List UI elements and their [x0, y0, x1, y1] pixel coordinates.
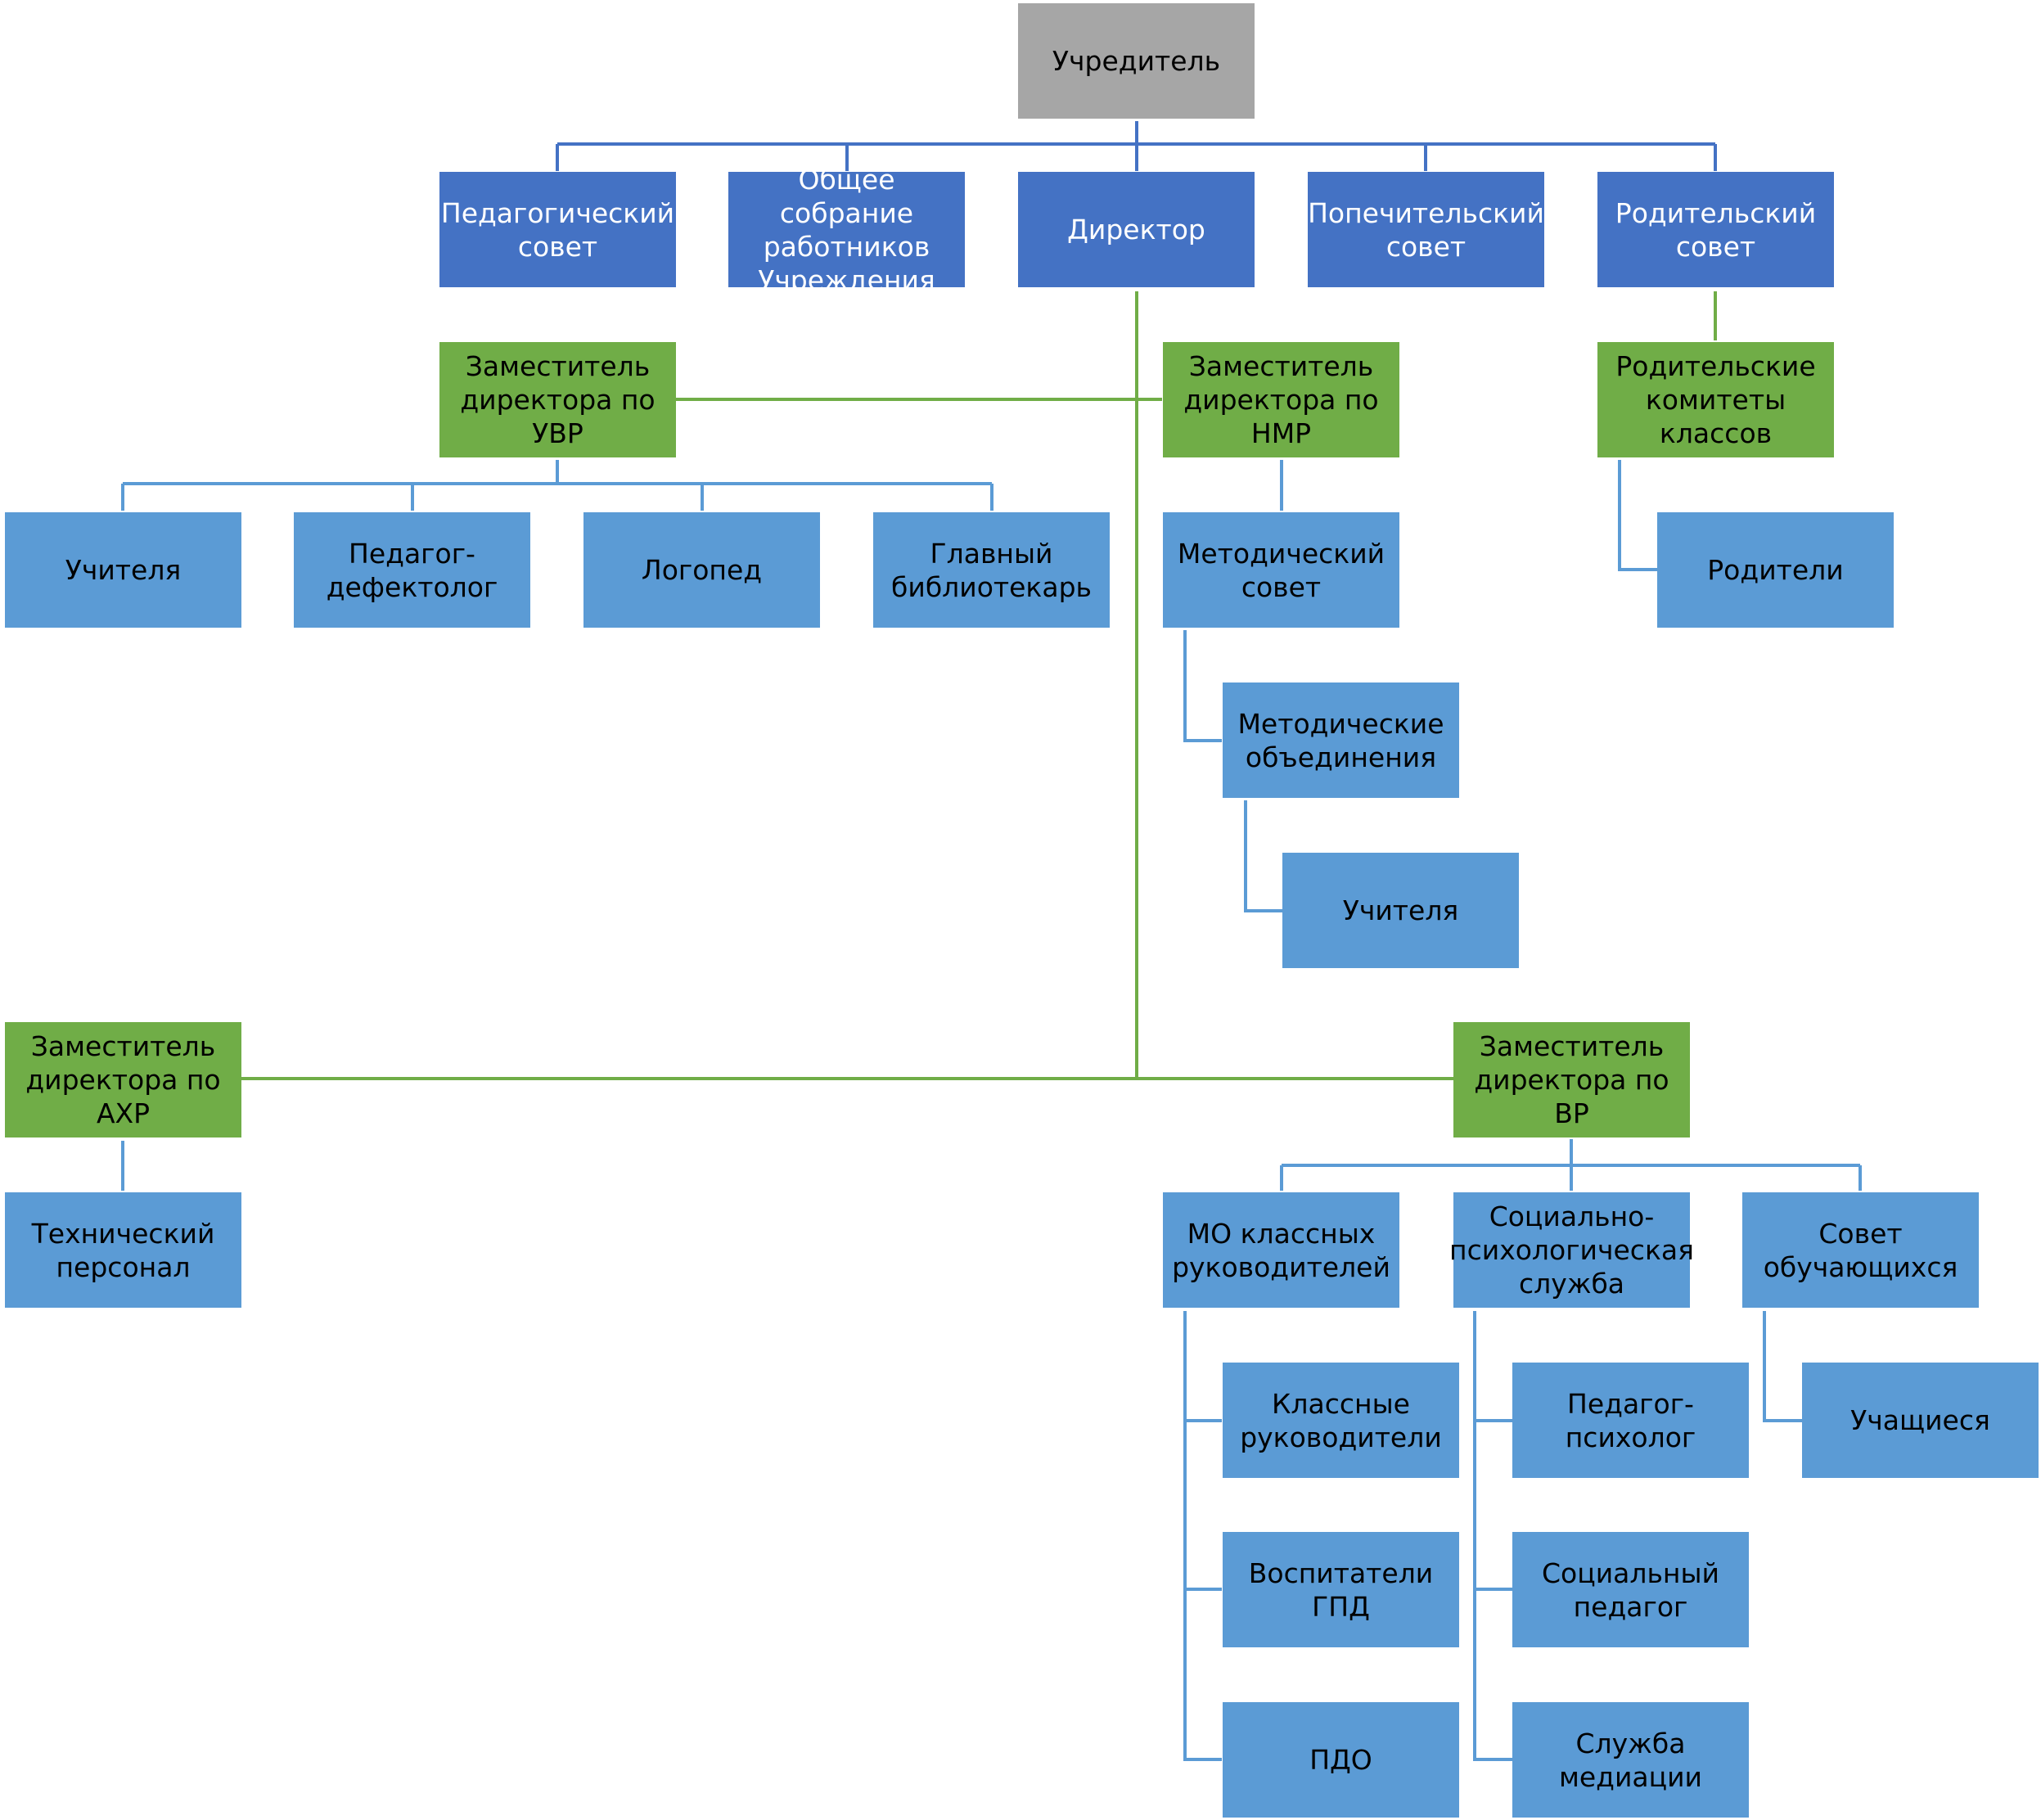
node-method-council: Методический совет: [1163, 512, 1399, 628]
node-parents: Родители: [1657, 512, 1894, 628]
node-head-librarian: Главный библиотекарь: [873, 512, 1110, 628]
node-dep-uvr: Заместитель директора по УВР: [439, 342, 676, 457]
node-method-associations: Методические объединения: [1223, 682, 1459, 798]
node-parent-council: Родительский совет: [1597, 172, 1834, 287]
node-dep-nmr: Заместитель директора по НМР: [1163, 342, 1399, 457]
node-social-pedagogue: Социальный педагог: [1512, 1532, 1749, 1647]
node-trustee-council: Попечительский совет: [1308, 172, 1544, 287]
node-gpd-educators: Воспитатели ГПД: [1223, 1532, 1459, 1647]
node-class-leaders: Классные руководители: [1223, 1363, 1459, 1478]
connector-mo-group-trunk: [1183, 1311, 1222, 1761]
connector-students: [1763, 1311, 1802, 1422]
node-mo-class-leaders: МО классных руководителей: [1163, 1192, 1399, 1308]
connector-method-associations: [1183, 630, 1222, 742]
node-ped-defectologist: Педагог- дефектолог: [294, 512, 530, 628]
node-founder: Учредитель: [1018, 3, 1255, 119]
node-tech-staff: Технический персонал: [5, 1192, 241, 1308]
node-director: Директор: [1018, 172, 1255, 287]
node-students: Учащиеся: [1802, 1363, 2039, 1478]
node-teachers-mo: Учителя: [1282, 853, 1519, 968]
connector-parents: [1618, 460, 1657, 571]
node-speech-therapist: Логопед: [583, 512, 820, 628]
node-general-meeting: Общее собрание работников Учреждения: [728, 164, 965, 296]
node-dep-ahr: Заместитель директора по АХР: [5, 1022, 241, 1138]
node-dep-vr: Заместитель директора по ВР: [1453, 1022, 1690, 1138]
node-mediation-service: Служба медиации: [1512, 1702, 1749, 1818]
node-social-psych-service: Социально- психологическая служба: [1449, 1192, 1694, 1308]
node-pdo: ПДО: [1223, 1702, 1459, 1818]
node-teachers-uvr: Учителя: [5, 512, 241, 628]
node-parent-committees: Родительские комитеты классов: [1597, 342, 1834, 457]
node-ped-psychologist: Педагог-психолог: [1512, 1363, 1749, 1478]
connector-teachers-mo: [1244, 800, 1282, 912]
connector-sps-group-trunk: [1473, 1311, 1512, 1761]
node-student-council: Совет обучающихся: [1742, 1192, 1979, 1308]
node-ped-council: Педагогический совет: [439, 172, 676, 287]
